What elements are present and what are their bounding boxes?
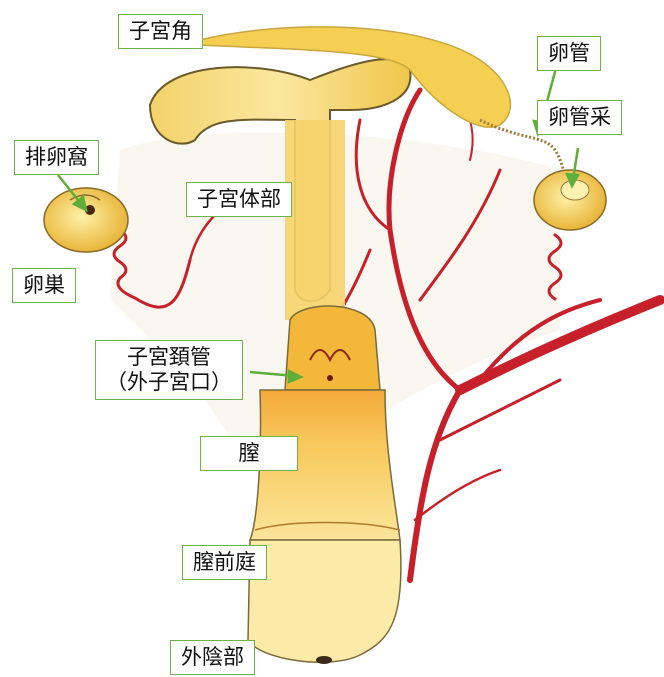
label-uterine-horn: 子宮角 xyxy=(118,14,203,49)
label-ovary: 卵巣 xyxy=(12,268,76,303)
label-vagina: 膣 xyxy=(200,436,298,471)
label-fimbriae: 卵管采 xyxy=(537,100,622,135)
label-text: 外陰部 xyxy=(181,645,244,670)
label-text: 卵管 xyxy=(548,41,590,66)
vulva-opening xyxy=(316,656,332,664)
label-uterine-body: 子宮体部 xyxy=(186,182,292,217)
label-text: 子宮角 xyxy=(129,19,192,44)
label-text: 排卵窩 xyxy=(25,145,88,170)
uterine-body xyxy=(285,120,345,320)
label-text: 卵巣 xyxy=(23,273,65,298)
vestibule-body xyxy=(248,540,401,662)
label-text: （外子宮口） xyxy=(106,370,232,395)
label-text: 膣 xyxy=(211,441,287,466)
label-text: 子宮頚管 xyxy=(106,345,232,370)
ovary-shape xyxy=(44,188,128,252)
label-ovulation-fossa: 排卵窩 xyxy=(14,140,99,175)
label-text: 卵管采 xyxy=(548,105,611,130)
label-oviduct: 卵管 xyxy=(537,36,601,71)
label-vulva: 外陰部 xyxy=(170,640,255,675)
label-vestibule: 膣前庭 xyxy=(182,545,267,580)
label-cervix: 子宮頚管 （外子宮口） xyxy=(95,340,243,400)
label-text: 膣前庭 xyxy=(193,550,256,575)
label-text: 子宮体部 xyxy=(197,187,281,212)
